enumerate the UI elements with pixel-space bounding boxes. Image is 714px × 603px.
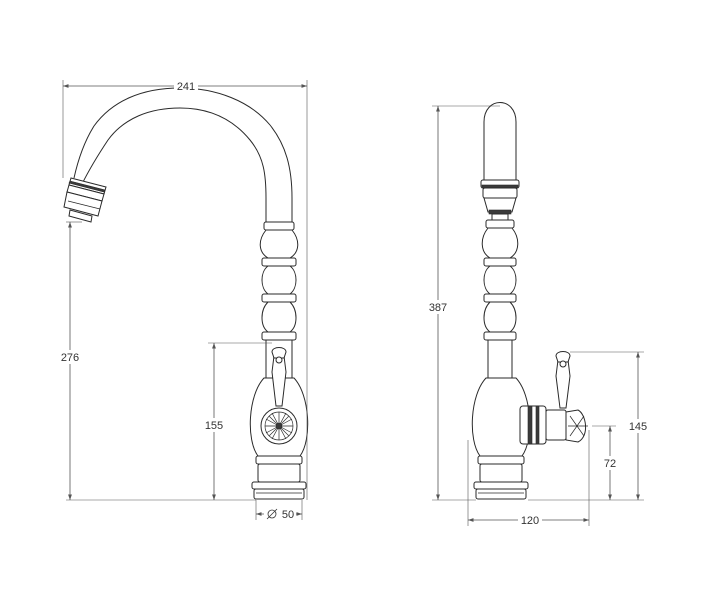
front-body: [249, 347, 309, 500]
diameter-symbol-icon: [266, 508, 278, 520]
dim-front-width: 241: [62, 79, 308, 500]
side-column: [481, 219, 519, 379]
dim-label-front-width: 241: [177, 81, 195, 93]
side-view: 387 145 72 120: [426, 102, 650, 527]
dim-side-height: 387: [426, 105, 500, 501]
front-spout: [63, 87, 293, 223]
dim-side-depth: 120: [467, 430, 590, 527]
side-body: [471, 351, 588, 500]
dim-side-spout-center: 72: [592, 425, 620, 500]
dim-front-base-diameter: 50: [255, 500, 303, 521]
side-spout: [480, 102, 520, 221]
dim-label-front-height: 276: [61, 352, 79, 364]
dim-label-side-spout-center: 72: [604, 458, 616, 470]
dim-front-handle-height: 155: [202, 342, 272, 500]
dim-label-side-lever-height: 145: [629, 421, 647, 433]
dim-label-side-depth: 120: [521, 515, 539, 527]
front-view: 241 276 155 50: [58, 79, 309, 521]
dim-front-height: 276: [58, 221, 256, 501]
dim-label-side-height: 387: [429, 302, 447, 314]
dim-side-lever-height: 145: [528, 351, 650, 501]
dim-label-front-base-diameter: 50: [282, 509, 294, 521]
dim-label-front-handle-height: 155: [205, 420, 223, 432]
